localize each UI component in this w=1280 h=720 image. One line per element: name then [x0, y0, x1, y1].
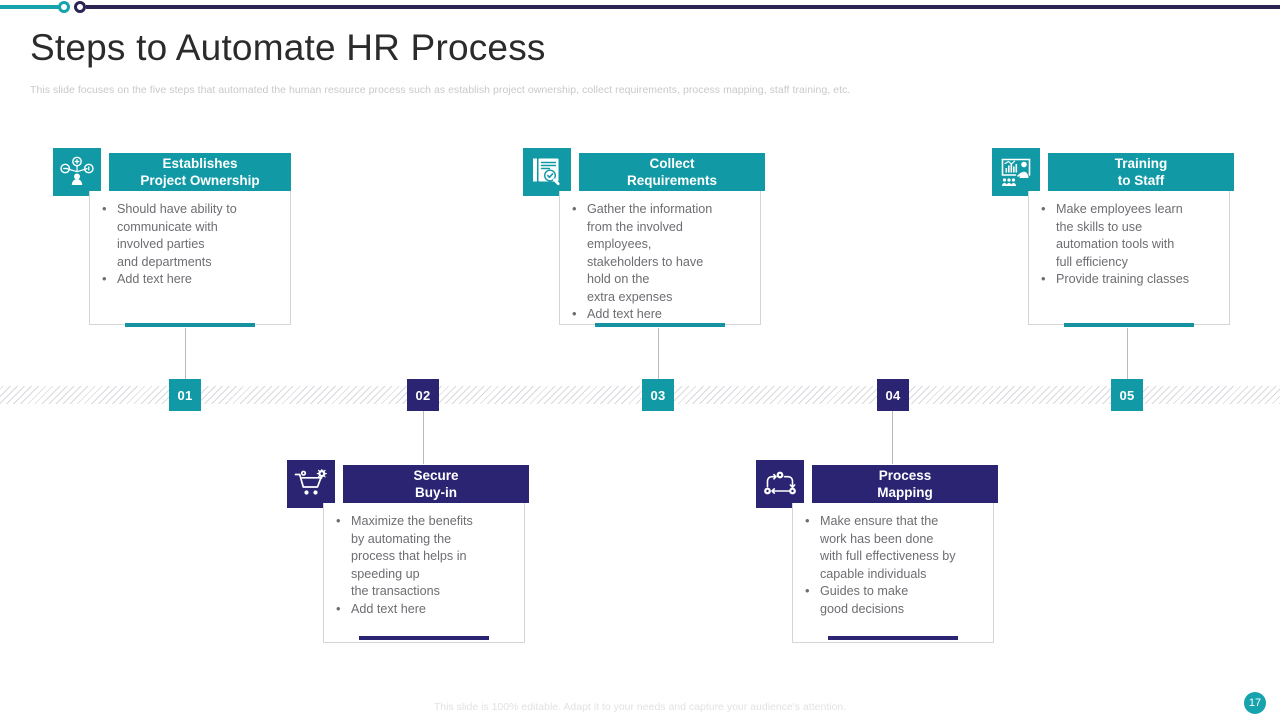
- page-number-badge: 17: [1244, 692, 1266, 714]
- project-ownership-icon: [53, 148, 101, 196]
- topbar-teal-circle-icon: [58, 1, 70, 13]
- card-accent-bar-03: [595, 323, 725, 327]
- top-decorative-bar: [0, 0, 1280, 14]
- card-title: Establishes Project Ownership: [140, 155, 260, 189]
- shopping-cart-gear-icon: [287, 460, 335, 508]
- card-title: Training to Staff: [1114, 155, 1168, 189]
- list-item: Make employees learn the skills to use a…: [1039, 200, 1227, 271]
- connector-line-01: [185, 328, 186, 388]
- card-title: Secure Buy-in: [413, 467, 459, 501]
- topbar-navy-line: [86, 5, 1280, 9]
- step-badge-label: 03: [650, 387, 666, 403]
- list-item: Gather the information from the involved…: [570, 200, 752, 306]
- step-badge-05[interactable]: 05: [1111, 379, 1143, 411]
- list-item: Maximize the benefits by automating the …: [334, 512, 516, 601]
- step-badge-label: 02: [415, 387, 431, 403]
- card-bullet-list: Make employees learn the skills to use a…: [1039, 200, 1227, 289]
- card-header-03: Collect Requirements: [579, 153, 765, 191]
- list-item: Make ensure that the work has been done …: [803, 512, 989, 583]
- card-accent-bar-02: [359, 636, 489, 640]
- editable-footnote: This slide is 100% editable. Adapt it to…: [433, 701, 847, 713]
- card-body-04: Make ensure that the work has been done …: [792, 503, 994, 643]
- step-badge-02[interactable]: 02: [407, 379, 439, 411]
- list-item: Add text here: [334, 600, 516, 619]
- page-subtitle: This slide focuses on the five steps tha…: [30, 84, 851, 96]
- document-check-search-icon: [523, 148, 571, 196]
- connector-line-02: [423, 404, 424, 464]
- page-number-label: 17: [1248, 697, 1262, 709]
- step-badge-03[interactable]: 03: [642, 379, 674, 411]
- step-badge-01[interactable]: 01: [169, 379, 201, 411]
- timeline-band: [0, 386, 1280, 404]
- card-body-01: Should have ability to communicate with …: [89, 191, 291, 325]
- list-item: Add text here: [570, 305, 752, 324]
- list-item: Add text here: [100, 270, 282, 289]
- card-bullet-list: Make ensure that the work has been done …: [803, 512, 989, 618]
- card-bullet-list: Gather the information from the involved…: [570, 200, 752, 324]
- list-item: Should have ability to communicate with …: [100, 200, 282, 271]
- page-title: Steps to Automate HR Process: [30, 27, 546, 68]
- topbar-navy-circle-icon: [74, 1, 86, 13]
- card-title: Collect Requirements: [626, 155, 718, 189]
- card-body-03: Gather the information from the involved…: [559, 191, 761, 325]
- card-bullet-list: Maximize the benefits by automating the …: [334, 512, 516, 619]
- card-bullet-list: Should have ability to communicate with …: [100, 200, 282, 289]
- connector-line-03: [658, 328, 659, 388]
- step-badge-04[interactable]: 04: [877, 379, 909, 411]
- card-header-01: Establishes Project Ownership: [109, 153, 291, 191]
- card-accent-bar-05: [1064, 323, 1194, 327]
- card-title: Process Mapping: [877, 467, 933, 501]
- step-badge-label: 01: [177, 387, 193, 403]
- topbar-teal-line: [0, 5, 62, 9]
- card-accent-bar-04: [828, 636, 958, 640]
- card-body-05: Make employees learn the skills to use a…: [1028, 191, 1230, 325]
- process-flow-gears-icon: [756, 460, 804, 508]
- card-header-05: Training to Staff: [1048, 153, 1234, 191]
- connector-line-04: [892, 404, 893, 464]
- step-badge-label: 05: [1119, 387, 1135, 403]
- card-header-02: Secure Buy-in: [343, 465, 529, 503]
- list-item: Provide training classes: [1039, 270, 1227, 289]
- connector-line-05: [1127, 328, 1128, 388]
- training-presentation-icon: [992, 148, 1040, 196]
- card-accent-bar-01: [125, 323, 255, 327]
- step-badge-label: 04: [885, 387, 901, 403]
- list-item: Guides to make good decisions: [803, 582, 989, 618]
- card-header-04: Process Mapping: [812, 465, 998, 503]
- card-body-02: Maximize the benefits by automating the …: [323, 503, 525, 643]
